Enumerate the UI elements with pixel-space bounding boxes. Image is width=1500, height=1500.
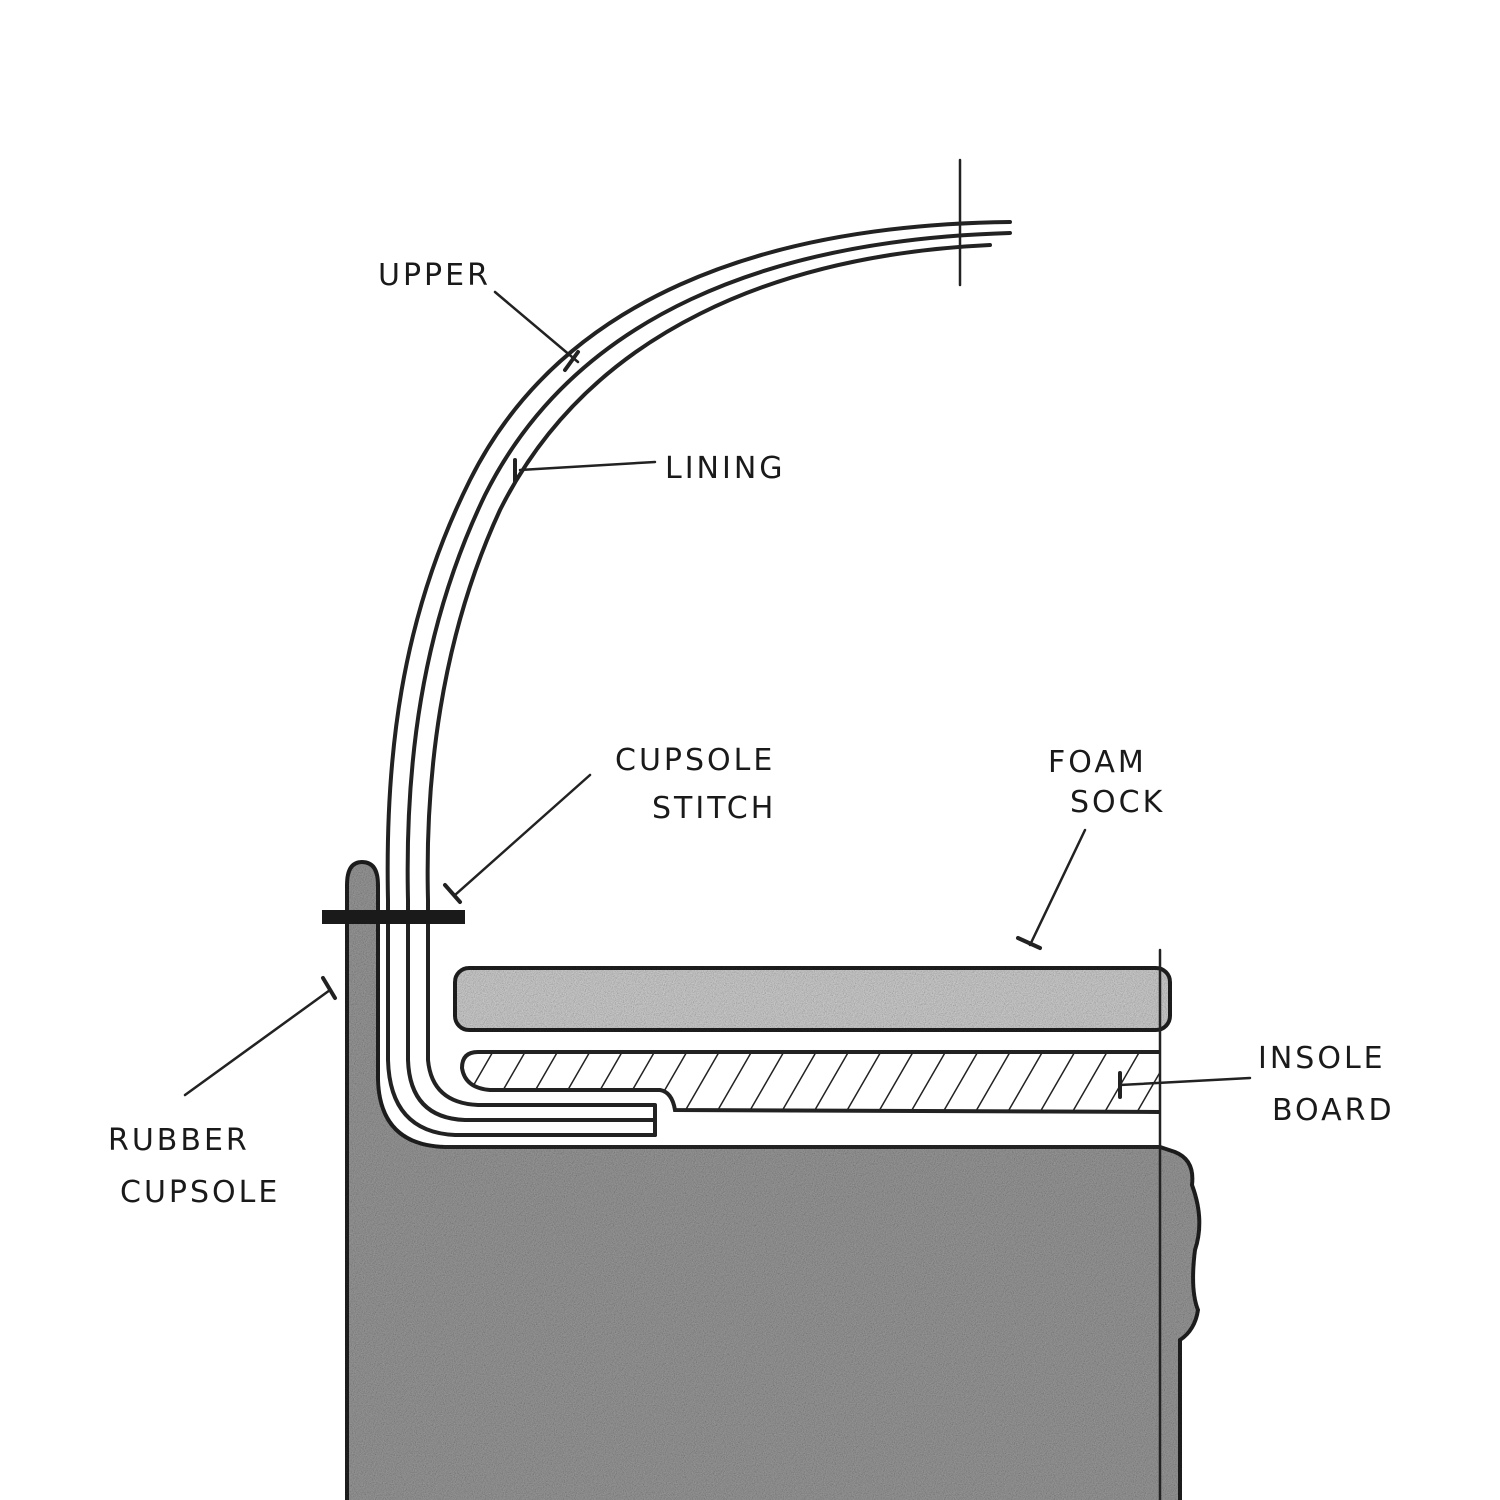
label-cupsole-stitch-2: STITCH — [652, 791, 776, 826]
label-lining: LINING — [665, 451, 786, 486]
rubber-cupsole — [345, 859, 1202, 1500]
label-upper: UPPER — [378, 258, 491, 293]
label-insole-board-2: BOARD — [1272, 1093, 1395, 1128]
insole-board — [459, 1050, 1161, 1114]
label-foam-sock-1: FOAM — [1048, 745, 1147, 780]
label-insole-board-1: INSOLE — [1258, 1041, 1386, 1076]
foam-sock — [453, 966, 1172, 1032]
upper-layers — [385, 220, 1012, 1137]
leader-lines — [183, 290, 1252, 1099]
label-foam-sock-2: SOCK — [1070, 785, 1165, 820]
label-rubber-cupsole-1: RUBBER — [108, 1123, 250, 1158]
label-cupsole-stitch-1: CUPSOLE — [615, 743, 775, 778]
label-rubber-cupsole-2: CUPSOLE — [120, 1175, 280, 1210]
